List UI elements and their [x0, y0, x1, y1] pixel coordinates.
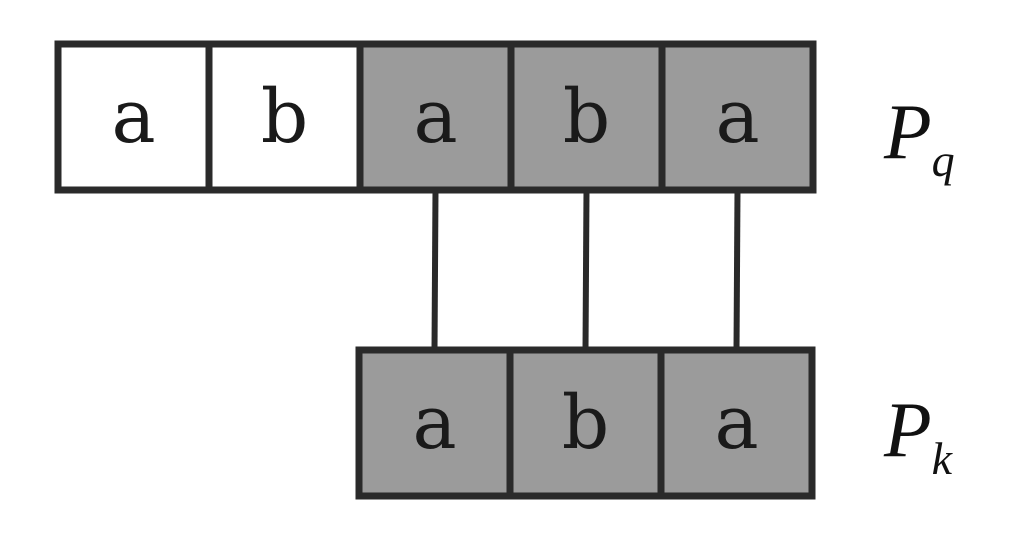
- pattern-q-cell-letter-1: b: [261, 74, 308, 160]
- connector-line-1: [582, 189, 590, 351]
- pattern-k-cell-letter-0: a: [412, 380, 456, 466]
- pattern-q-cell-letter-2: a: [413, 74, 457, 160]
- connector-lines: [431, 189, 741, 351]
- pattern-q-cell-4: [658, 40, 817, 194]
- pattern-q-cell-letter-4: a: [715, 74, 759, 160]
- pattern-q-label-sub: q: [932, 135, 955, 186]
- pattern-q-label: Pq: [883, 88, 955, 186]
- pattern-k-cell-2: [657, 346, 816, 500]
- pattern-q-cell-1: [205, 40, 364, 194]
- pattern-k-label: Pk: [883, 386, 954, 484]
- pattern-k-cell-letter-2: a: [714, 380, 758, 466]
- pattern-k-label-sub: k: [932, 433, 954, 484]
- connector-line-2: [733, 189, 741, 351]
- pattern-q-cell-0: [54, 40, 213, 194]
- pattern-k-cell-letter-1: b: [562, 380, 609, 466]
- pattern-k-cell-1: [506, 346, 665, 500]
- pattern-q-cell-letter-0: a: [111, 74, 155, 160]
- pattern-q-cell-letter-3: b: [563, 74, 610, 160]
- pattern-q-label-main: P: [883, 88, 932, 175]
- connector-line-0: [431, 189, 439, 351]
- pattern-k-label-main: P: [883, 386, 932, 473]
- pattern-q-cell-2: [356, 40, 515, 194]
